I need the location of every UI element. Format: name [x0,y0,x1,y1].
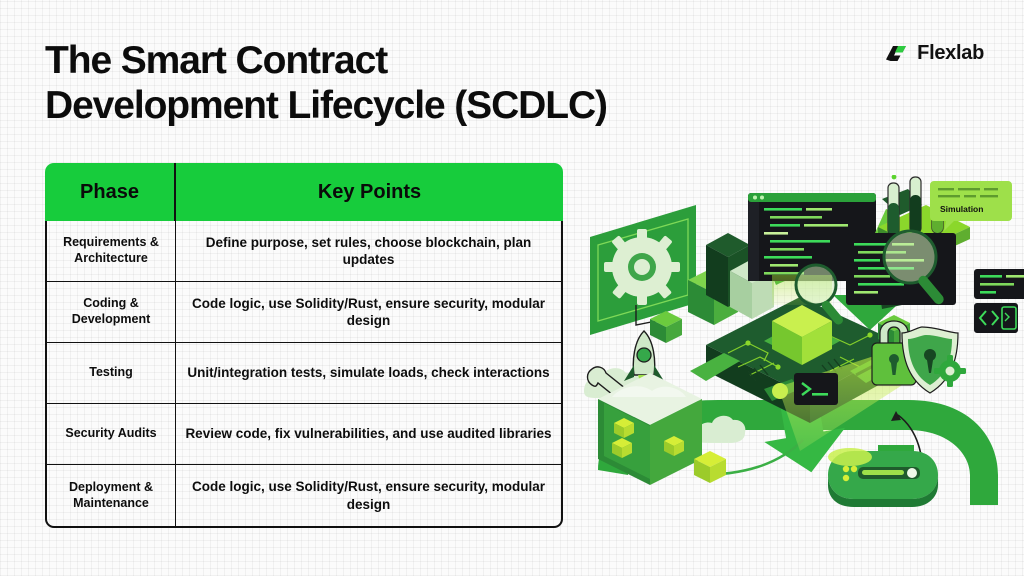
table-row: Coding & Development Code logic, use Sol… [47,282,561,343]
gear-icon [604,229,680,305]
simulation-label: Simulation [930,181,1012,231]
cell-key-points: Code logic, use Solidity/Rust, ensure se… [191,479,546,512]
cell-key-points: Code logic, use Solidity/Rust, ensure se… [191,295,546,328]
audit-code-panel [794,229,956,325]
terminal-prompt-icon [794,373,838,405]
scdlc-table: Phase Key Points Requirements & Architec… [45,163,563,528]
cell-phase: Security Audits [47,404,176,464]
cell-key-points: Review code, fix vulnerabilities, and us… [185,426,552,442]
cell-key-points: Unit/integration tests, simulate loads, … [187,365,550,381]
magnifier-icon [882,229,944,305]
code-tag-icon [974,269,1024,333]
table-header-row: Phase Key Points [45,163,563,221]
table-row: Deployment & Maintenance Code logic, use… [47,465,561,526]
cell-key-points: Define purpose, set rules, choose blockc… [205,234,532,267]
brand-logo: Flexlab [882,40,984,66]
illustration-svg: Simulation [584,175,1024,507]
table-body: Requirements & Architecture Define purpo… [45,221,563,528]
lifecycle-illustration: Simulation [578,175,1024,545]
cell-phase: Coding & Development [47,282,176,342]
cell-phase: Testing [47,343,176,403]
magnifier-icon [794,263,843,325]
brand-name: Flexlab [917,41,984,64]
title-line-2: Development Lifecycle (SCDLC) [45,84,608,128]
flexlab-f-mark-icon [886,46,907,61]
column-header-key-points: Key Points [317,180,422,203]
title-line-1: The Smart Contract [45,39,388,82]
code-editor-window [748,193,876,281]
gear-blueprint-panel [590,205,696,335]
column-header-phase: Phase [45,163,176,221]
gear-icon [934,355,966,387]
table-row: Testing Unit/integration tests, simulate… [47,343,561,404]
deployment-cube-box [598,373,726,485]
cell-phase: Deployment & Maintenance [47,465,176,526]
table-row: Security Audits Review code, fix vulnera… [47,404,561,465]
simulation-label-text: Simulation [940,204,983,214]
cell-phase: Requirements & Architecture [47,221,176,281]
page-title: The Smart Contract Development Lifecycle… [45,38,685,128]
table-row: Requirements & Architecture Define purpo… [47,221,561,282]
